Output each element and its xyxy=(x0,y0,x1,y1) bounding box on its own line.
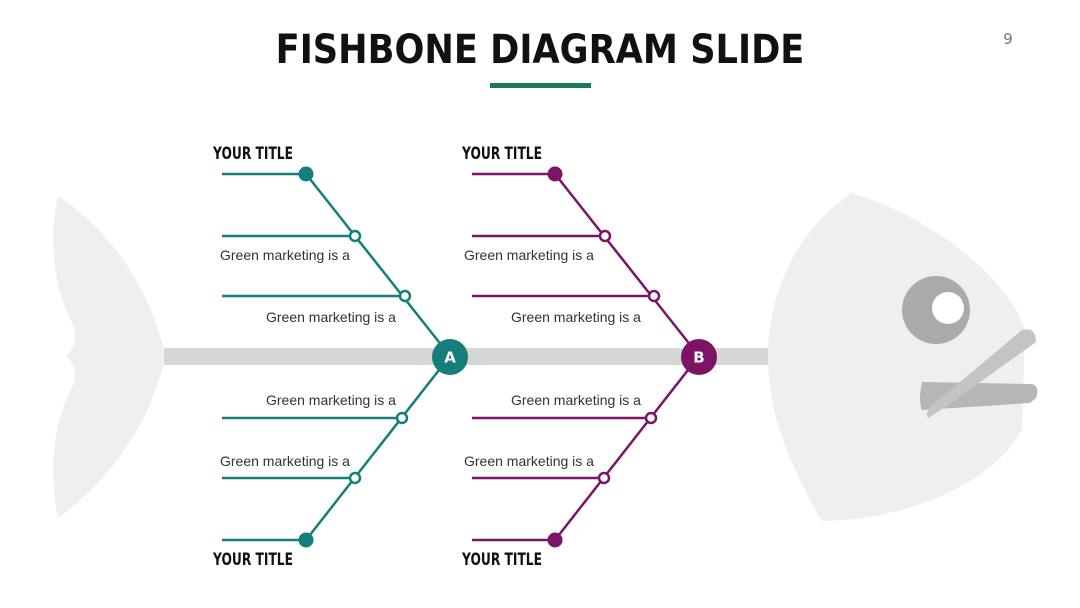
branch-a-top-joint-1 xyxy=(348,229,362,243)
node-a-icon xyxy=(432,339,468,375)
slide-title: FISHBONE DIAGRAM SLIDE xyxy=(275,27,805,73)
branch-a-top-rib-1-text: Green marketing is a xyxy=(220,247,350,263)
branch-a-bottom-dot xyxy=(298,532,314,548)
branch-a-top-joint-2 xyxy=(398,289,412,303)
node-b-label: B xyxy=(693,349,704,367)
branch-b-top-diagonal xyxy=(554,173,700,357)
branch-b-top-title: YOUR TITLE xyxy=(461,144,542,164)
branch-b-bottom-rib-2-text: Green marketing is a xyxy=(464,453,594,469)
fish-head-icon xyxy=(768,193,1038,521)
branch-b-top-rib-2-text: Green marketing is a xyxy=(511,309,641,325)
branch-b-bottom-title: YOUR TITLE xyxy=(461,550,542,570)
branch-b-top-rib-1-text: Green marketing is a xyxy=(464,247,594,263)
branch-a-bottom-diagonal xyxy=(305,355,451,541)
branch-b-bottom-joint-2 xyxy=(597,471,611,485)
branch-a-top-rib-2-text: Green marketing is a xyxy=(266,309,396,325)
page-number: 9 xyxy=(1003,30,1013,48)
fish-eye-highlight xyxy=(932,292,964,324)
branch-b-top-joint-2 xyxy=(647,289,661,303)
branch-b-bottom-dot xyxy=(547,532,563,548)
branch-b xyxy=(472,172,700,542)
branch-a-top-title: YOUR TITLE xyxy=(212,144,293,164)
branch-a-bottom-title: YOUR TITLE xyxy=(212,550,293,570)
branch-b-bottom-joint-1 xyxy=(644,411,658,425)
fish-mouth-upper xyxy=(926,329,1036,418)
fish-tail-icon xyxy=(53,196,165,518)
node-b-icon xyxy=(681,339,717,375)
branch-b-bottom-diagonal xyxy=(554,355,700,541)
branch-a-bottom-joint-1 xyxy=(395,411,409,425)
branch-a-top-dot xyxy=(298,166,314,182)
branch-a-bottom-rib-1-text: Green marketing is a xyxy=(266,392,396,408)
node-a-label: A xyxy=(444,349,456,367)
branch-a xyxy=(222,172,451,542)
branch-b-top-joint-1 xyxy=(598,229,612,243)
branch-b-top-dot xyxy=(547,166,563,182)
branch-a-top-diagonal xyxy=(305,173,451,357)
title-underline xyxy=(490,83,591,88)
branch-b-bottom-rib-1-text: Green marketing is a xyxy=(511,392,641,408)
branch-a-bottom-rib-2-text: Green marketing is a xyxy=(220,453,350,469)
branch-a-bottom-joint-2 xyxy=(348,471,362,485)
